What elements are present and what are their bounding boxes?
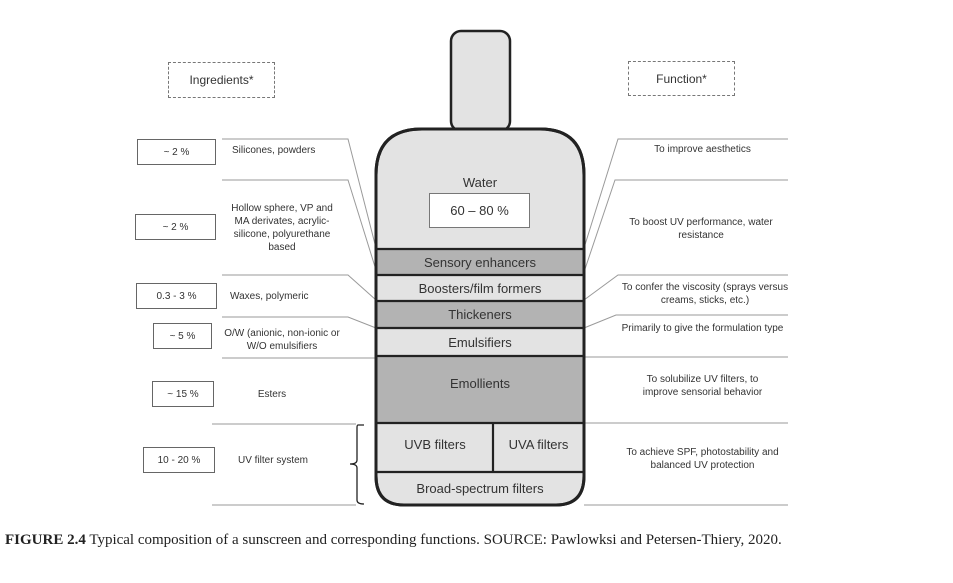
layer-label: UVA filters: [508, 436, 569, 452]
layer-boosters: [377, 276, 583, 300]
connector-line: [583, 314, 788, 329]
function-label: To boost UV performance, water resistanc…: [629, 217, 773, 241]
bottle-outline: [374, 127, 586, 507]
percent-box: ~ 15 %: [152, 381, 214, 407]
figure-caption: FIGURE 2.4 Typical composition of a suns…: [5, 530, 945, 550]
ingredient-label: Esters: [257, 389, 287, 400]
ingredient-label: Waxes, polymeric: [230, 291, 309, 302]
uv-filter-brace: [349, 424, 365, 505]
percent-box: 10 - 20 %: [143, 447, 215, 473]
layer-label: Boosters/film formers: [418, 280, 542, 296]
layer-thickeners: [377, 302, 583, 327]
layer-label: Emollients: [450, 375, 510, 391]
ingredient-label: UV filter system: [238, 455, 309, 466]
figure-label: FIGURE 2.4: [5, 532, 86, 548]
layer-sensory-enhancers: [377, 250, 583, 274]
ingredient-label: Hollow sphere, VP and MA derivates, acry…: [231, 203, 333, 253]
connector-line: [583, 179, 788, 273]
connector-line: [222, 274, 377, 301]
percent-box: ~ 5 %: [153, 323, 212, 349]
bottle-cap: [449, 29, 512, 133]
ingredients-header: Ingredients*: [168, 62, 275, 98]
layer-label: Thickeners: [448, 307, 512, 322]
figure-caption-text: Typical composition of a sunscreen and c…: [89, 532, 782, 548]
layer-label: Emulsifiers: [448, 334, 512, 350]
layer-label: UVB filters: [404, 436, 466, 452]
connector-line: [222, 316, 377, 329]
connector-line: [583, 138, 788, 249]
function-label: To improve aesthetics: [654, 144, 751, 155]
right-connectors: [583, 138, 788, 506]
layer-dividers: [376, 247, 584, 474]
ingredient-label: O/W (anionic, non-ionic or W/O emulsifie…: [224, 328, 340, 352]
percent-box: ~ 2 %: [135, 214, 216, 240]
function-header: Function*: [628, 61, 735, 96]
function-label: Primarily to give the formulation type: [621, 323, 784, 334]
function-label: To confer the viscosity (sprays versus c…: [621, 282, 789, 306]
connector-line: [583, 274, 788, 301]
function-label: To solubilize UV filters, to improve sen…: [642, 374, 763, 398]
connector-line: [222, 179, 377, 271]
ingredient-label: Silicones, powders: [232, 145, 316, 156]
layer-emulsifiers: [377, 329, 583, 355]
percent-box: 0.3 - 3 %: [136, 283, 217, 309]
left-connectors: [212, 138, 377, 506]
function-label: To achieve SPF, photostability and balan…: [626, 447, 779, 471]
layer-label: Sensory enhancers: [423, 254, 536, 270]
layer-emollients: [377, 357, 583, 422]
connector-line: [222, 138, 377, 249]
water-percent: 60 – 80 %: [429, 193, 530, 228]
water-label: Water: [462, 174, 498, 190]
layer-label: Broad-spectrum filters: [416, 480, 544, 496]
percent-box: ~ 2 %: [137, 139, 216, 165]
